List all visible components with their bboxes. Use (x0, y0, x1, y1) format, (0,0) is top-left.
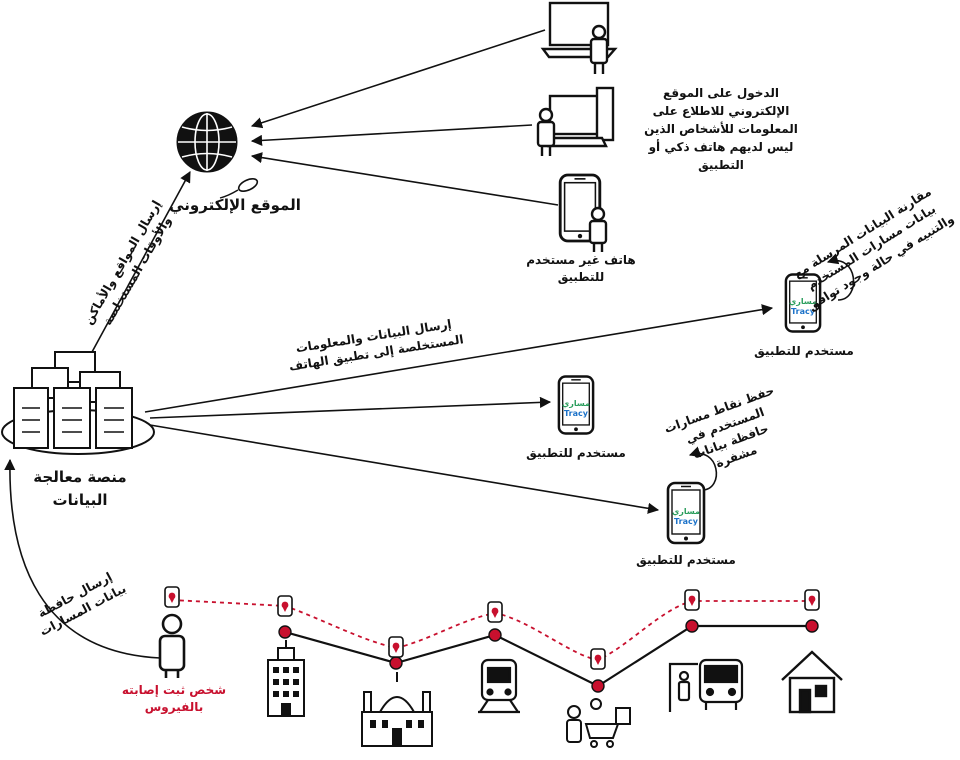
arrow-platform-to-globe (91, 171, 191, 353)
connector-arrows (4, 29, 855, 659)
laptop-user-icon (540, 1, 618, 74)
phone-user-icon (558, 173, 608, 252)
mosque-icon (361, 672, 433, 747)
globe-icon (176, 111, 238, 173)
train-icon (478, 658, 520, 714)
website-access-description: الدخول على الموقع الإلكتروني للاطلاع على… (644, 86, 798, 172)
arrow-laptop-to-globe (250, 29, 546, 129)
arrow-desktop-to-globe (250, 124, 533, 147)
arrow-platform-to-app-user-2 (149, 396, 552, 419)
processing-platform-label: منصة معالجة البيانات (33, 468, 127, 510)
person-icon (158, 613, 186, 678)
arrow-platform-to-app-user-3 (149, 424, 660, 514)
app-logo-en: Tracy (791, 307, 816, 316)
office-building-icon (267, 640, 305, 717)
non-app-phone-user-label: هاتف غير مستخدم للتطبيق (526, 253, 636, 285)
track-points (278, 619, 819, 693)
arrow-phone-to-globe (250, 152, 559, 206)
app-logo-ar: مساري (672, 507, 700, 516)
server-cluster-icon (1, 351, 155, 455)
website-title: الموقع الإلكتروني (169, 196, 301, 214)
app-logo-en: Tracy (674, 517, 699, 526)
arrow-infected-to-platform (4, 458, 161, 659)
user-track-solid (284, 624, 812, 688)
loop-arrow-app-user-1 (826, 253, 855, 301)
app-user-label-1: مستخدم للتطبيق (754, 344, 854, 358)
infected-person-label: شخص ثبت إصابته بالفيروس (121, 683, 227, 715)
mouse-icon (219, 178, 259, 199)
arrow-platform-to-app-user-1 (144, 304, 774, 413)
desktop-user-icon (536, 86, 615, 156)
bus-stop-icon (668, 658, 744, 712)
loop-arrow-app-user-3 (688, 446, 718, 491)
smartphone-icon-app-user-3: مساري Tracy (666, 481, 706, 545)
app-logo-ar: مساري (789, 297, 817, 306)
map-pin-icons (164, 586, 820, 670)
shopping-icon (566, 698, 631, 748)
infected-track-dashed (171, 599, 812, 661)
app-logo-ar: مساري (562, 399, 590, 408)
app-logo-en: Tracy (564, 409, 589, 418)
smartphone-icon-app-user-2: مساري Tracy (557, 375, 595, 435)
smartphone-icon-app-user-1: مساري Tracy (784, 273, 822, 333)
app-user-label-3: مستخدم للتطبيق (636, 553, 736, 567)
house-icon (781, 650, 843, 714)
app-user-label-2: مستخدم للتطبيق (526, 446, 626, 460)
